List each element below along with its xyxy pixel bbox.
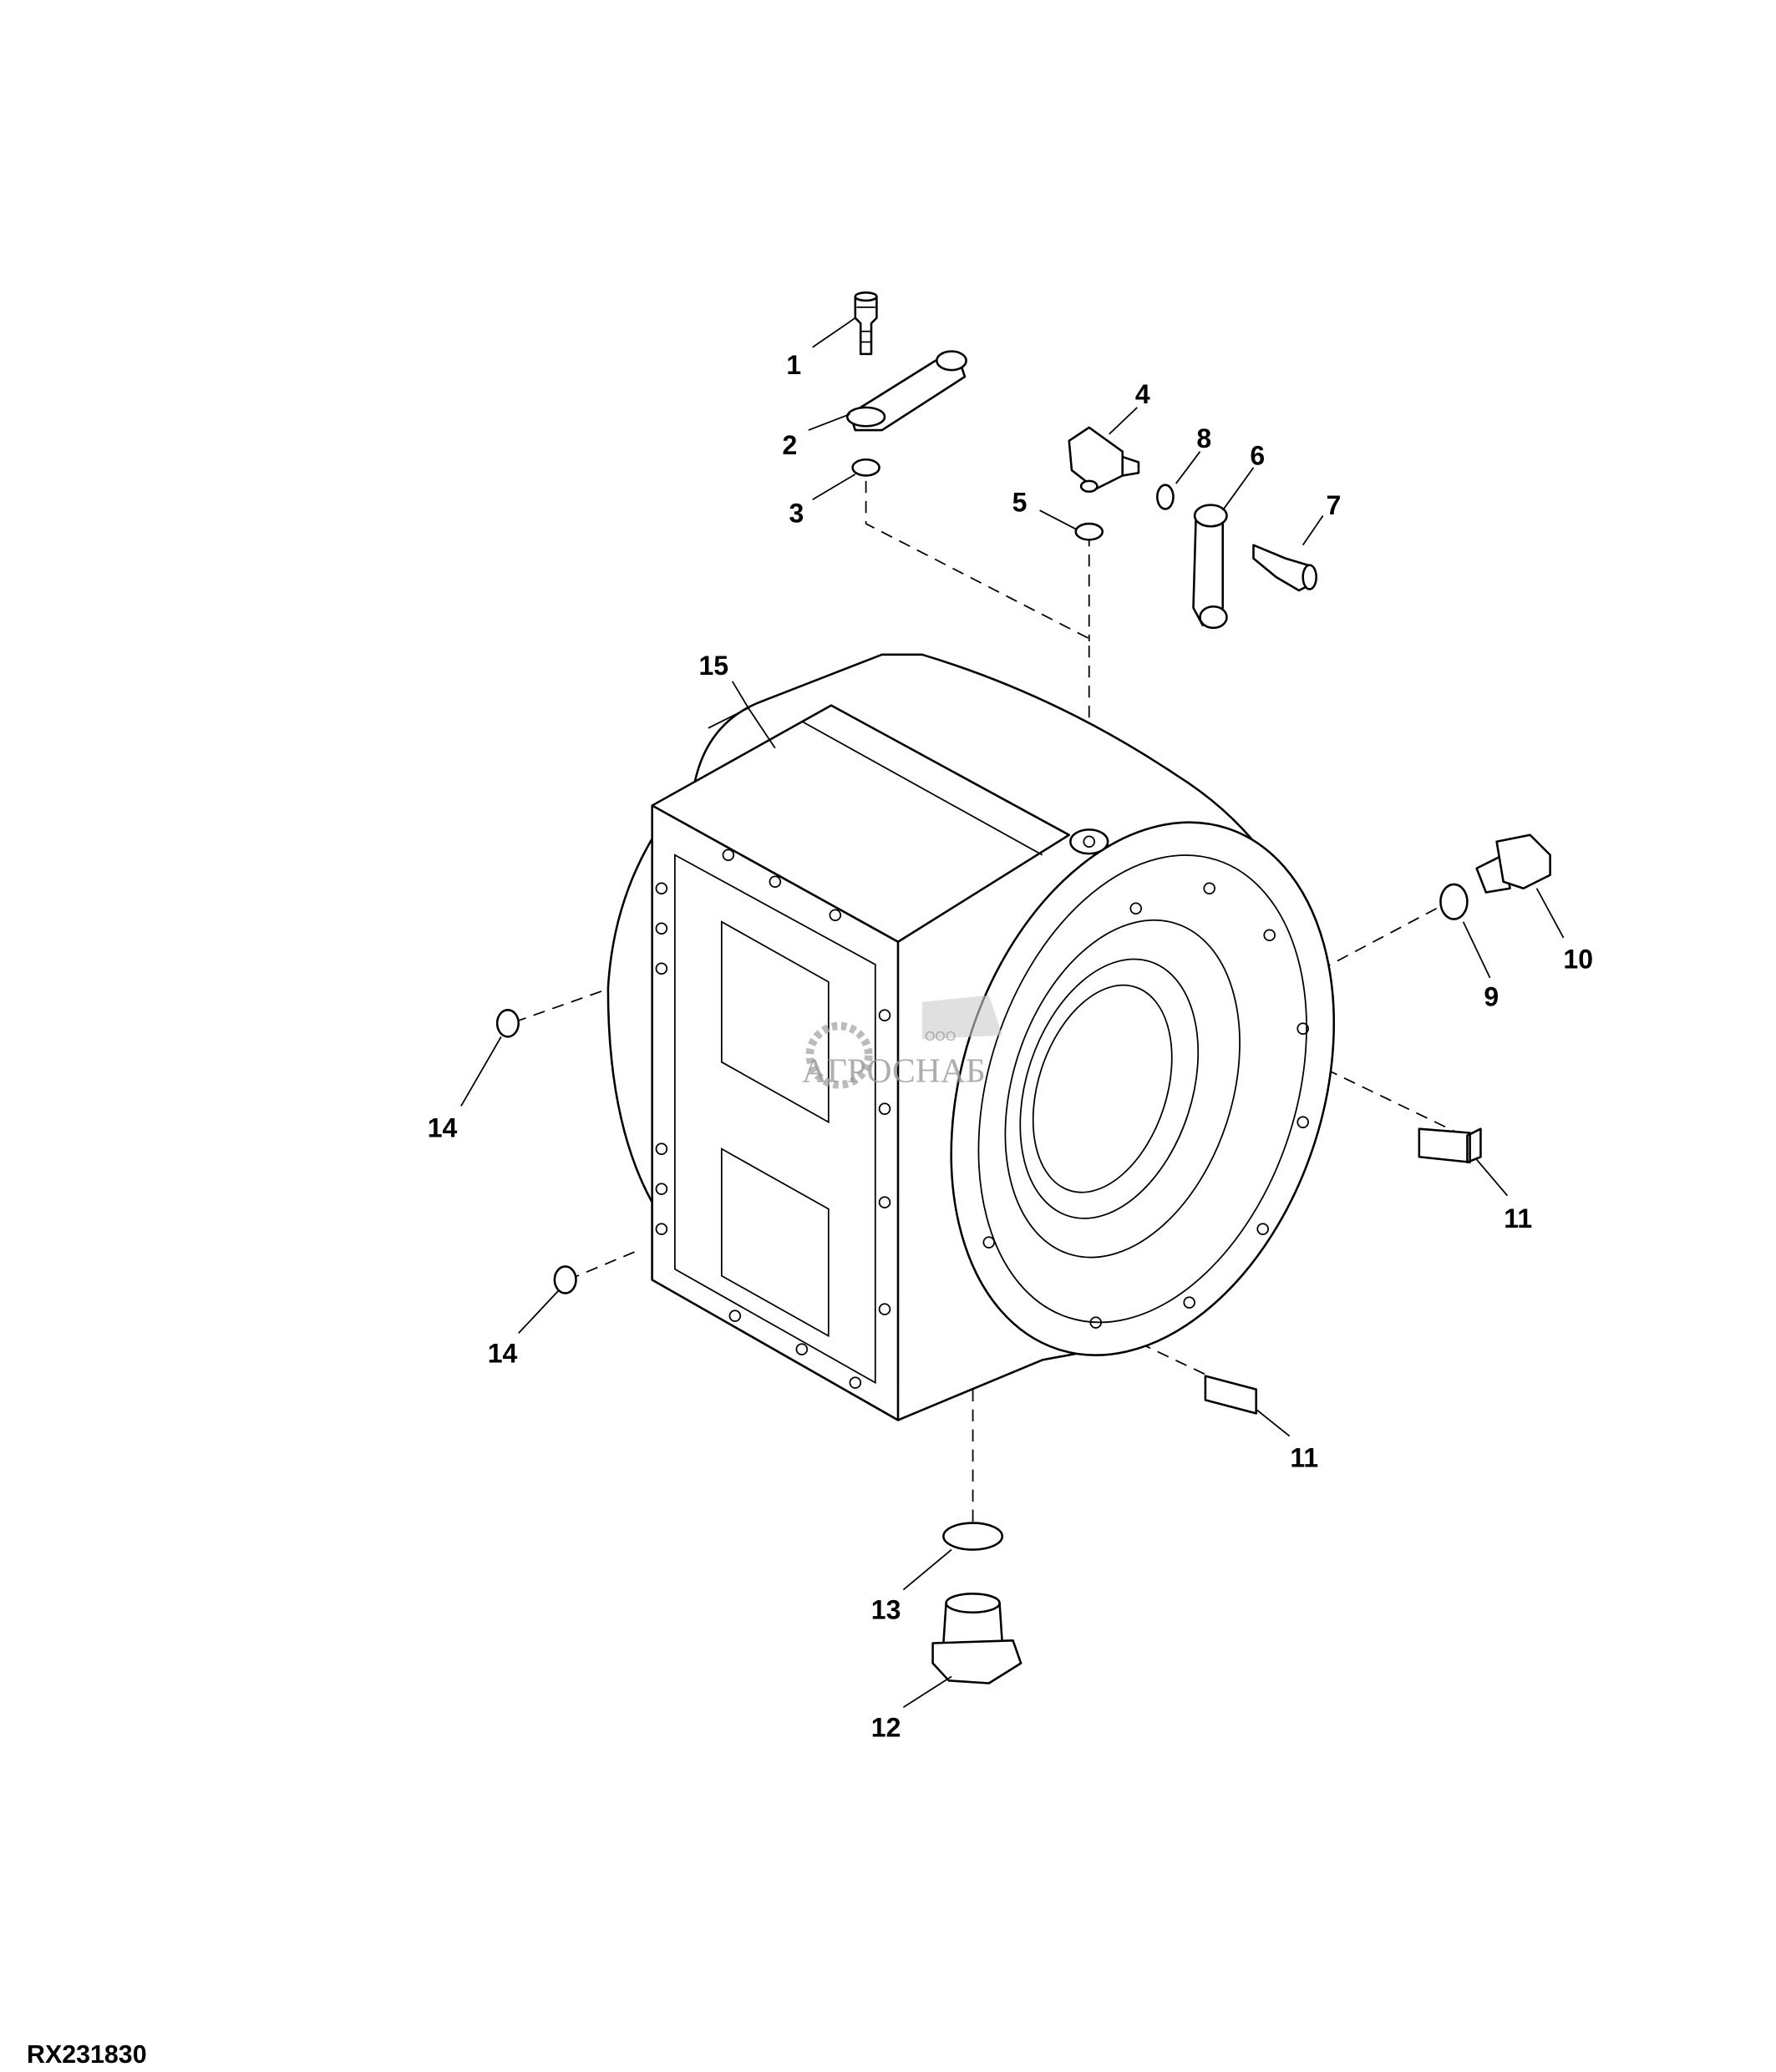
callout-6: 6 — [1250, 441, 1265, 471]
part-5-o-ring — [1074, 522, 1104, 541]
figure-id: RX231830 — [27, 2040, 147, 2069]
part-13-o-ring — [942, 1522, 1004, 1551]
part-6-line-bracket — [1192, 504, 1228, 630]
part-9-o-ring — [1439, 883, 1469, 920]
callout-15: 15 — [698, 651, 728, 681]
watermark-ooo: ООО — [925, 1030, 956, 1044]
part-2-line-bracket — [845, 350, 967, 432]
leader-lines — [460, 317, 1565, 1709]
callout-13: 13 — [871, 1595, 901, 1625]
callout-1: 1 — [786, 350, 801, 380]
part-11-dowel-pin-lower — [1204, 1375, 1257, 1415]
part-10-plug — [1475, 833, 1551, 894]
callout-12: 12 — [871, 1712, 901, 1742]
part-11-dowel-pin-upper — [1418, 1127, 1482, 1163]
part-3-o-ring — [851, 458, 880, 477]
callout-11-upper: 11 — [1504, 1203, 1532, 1234]
callout-14-lower: 14 — [488, 1339, 518, 1369]
callout-11-lower: 11 — [1290, 1442, 1318, 1472]
callout-5: 5 — [1012, 488, 1028, 518]
callout-3: 3 — [789, 498, 804, 528]
callout-4: 4 — [1135, 379, 1150, 409]
callout-2: 2 — [783, 430, 798, 460]
part-14-o-ring-upper — [495, 1009, 520, 1038]
transmission-housing — [606, 653, 1336, 1421]
callout-14-upper: 14 — [428, 1112, 458, 1142]
watermark-agrosnab: АГРОСНАБ — [802, 1051, 986, 1090]
callout-labels: 1 2 3 4 5 6 7 8 9 10 11 11 12 13 14 14 1… — [428, 350, 1593, 1743]
part-8-o-ring — [1156, 484, 1175, 510]
callout-8: 8 — [1196, 423, 1211, 453]
part-1-fitting — [854, 291, 878, 356]
callout-9: 9 — [1484, 982, 1499, 1012]
part-12-drain-plug — [931, 1593, 1022, 1684]
callout-7: 7 — [1327, 490, 1342, 520]
watermark-logo: ООО АГРОСНАБ — [802, 995, 1002, 1090]
part-14-o-ring-lower — [553, 1265, 577, 1294]
callout-10: 10 — [1563, 945, 1593, 975]
part-4-elbow-fitting — [1068, 426, 1140, 493]
part-7-fitting — [1252, 544, 1317, 592]
